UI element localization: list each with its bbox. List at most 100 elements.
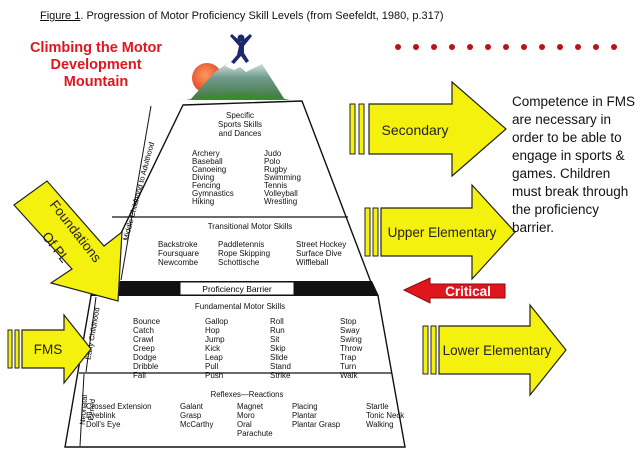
skill-item: Bounce xyxy=(133,317,161,326)
skill-item: Schottische xyxy=(218,258,260,267)
arrow-critical: Critical xyxy=(402,277,506,304)
skill-item: Volleyball xyxy=(264,189,298,198)
level-title-line: Specific xyxy=(226,111,254,120)
skill-item: Swimming xyxy=(264,173,301,182)
skill-item: Eyeblink xyxy=(86,411,116,420)
arrow-label-upper-elementary: Upper Elementary xyxy=(388,225,497,240)
skill-item: Polo xyxy=(264,157,281,166)
skill-item: Baseball xyxy=(192,157,223,166)
skill-item: Sway xyxy=(340,326,360,335)
skill-item: Wiffleball xyxy=(296,258,329,267)
pyramid xyxy=(64,100,406,448)
climber-figure-icon xyxy=(230,34,252,64)
arrow-upper-elementary: Upper Elementary xyxy=(364,183,516,281)
headline-line: Climbing the Motor xyxy=(29,40,163,56)
dot-row xyxy=(395,44,617,50)
skill-item: Dribble xyxy=(133,362,159,371)
skill-item: McCarthy xyxy=(180,420,213,429)
level-reflexes: Reflexes—Reactions Crossed Extension Eye… xyxy=(86,390,404,438)
arrow-foundations: Foundations Of PL xyxy=(13,180,123,302)
skill-item: Sit xyxy=(270,335,280,344)
skill-item: Tennis xyxy=(264,181,287,190)
skill-item: Archery xyxy=(192,149,220,158)
skill-item: Pull xyxy=(205,362,219,371)
age-label-neonatal: Neonatal xyxy=(78,394,90,425)
skill-item: Skip xyxy=(270,344,286,353)
skill-item: Rope Skipping xyxy=(218,249,270,258)
skill-item: Creep xyxy=(133,344,155,353)
skill-item: Trap xyxy=(340,353,357,362)
skill-item: Turn xyxy=(340,362,356,371)
headline: Climbing the Motor Development Mountain xyxy=(6,40,186,91)
arrow-label-secondary: Secondary xyxy=(382,122,449,138)
mountain-clipart xyxy=(186,34,290,100)
arrow-secondary: Secondary xyxy=(349,80,507,178)
level-title: Fundamental Motor Skills xyxy=(195,302,285,311)
skill-item: Fencing xyxy=(192,181,220,190)
skill-item: Kick xyxy=(205,344,221,353)
arrow-label-fms: FMS xyxy=(34,342,63,357)
age-label-period: Period xyxy=(86,399,97,421)
skill-item: Grasp xyxy=(180,411,202,420)
skill-item: Hop xyxy=(205,326,220,335)
arrow-lower-elementary: Lower Elementary xyxy=(422,303,567,397)
skill-item: Magnet xyxy=(237,402,264,411)
skill-item: Tonic Neck xyxy=(366,411,404,420)
level-specific: Specific Sports Skills and Dances Archer… xyxy=(192,111,301,206)
skill-item: Canoeing xyxy=(192,165,226,174)
skill-item: Slide xyxy=(270,353,288,362)
skill-item: Stand xyxy=(270,362,291,371)
skill-item: Run xyxy=(270,326,285,335)
skill-item: Gymnastics xyxy=(192,189,234,198)
level-title-line: and Dances xyxy=(219,129,262,138)
skill-item: Parachute xyxy=(237,429,273,438)
skill-item: Oral xyxy=(237,420,252,429)
skill-item: Backstroke xyxy=(158,240,198,249)
level-transitional: Transitional Motor Skills Backstroke Fou… xyxy=(158,222,346,267)
skill-item: Street Hockey xyxy=(296,240,346,249)
skill-item: Leap xyxy=(205,353,223,362)
skill-item: Catch xyxy=(133,326,154,335)
skill-item: Walking xyxy=(366,420,393,429)
skill-item: Jump xyxy=(205,335,225,344)
skill-item: Plantar xyxy=(292,411,317,420)
level-title: Transitional Motor Skills xyxy=(208,222,293,231)
figure-number: Figure 1 xyxy=(40,10,81,22)
arrow-fms: FMS xyxy=(7,313,92,385)
skill-item: Crossed Extension xyxy=(86,402,151,411)
skill-item: Judo xyxy=(264,149,282,158)
skill-item: Paddletennis xyxy=(218,240,264,249)
skill-item: Startle xyxy=(366,402,389,411)
level-title-line: Sports Skills xyxy=(218,120,262,129)
skill-item: Roll xyxy=(270,317,284,326)
arrow-label-critical: Critical xyxy=(445,284,491,299)
skill-item: Fall xyxy=(133,371,146,380)
skill-item: Push xyxy=(205,371,223,380)
skill-item: Diving xyxy=(192,173,214,182)
level-title: Reflexes—Reactions xyxy=(211,390,284,399)
skill-item: Moro xyxy=(237,411,255,420)
skill-item: Hiking xyxy=(192,197,214,206)
skill-item: Rugby xyxy=(264,165,287,174)
skill-item: Doll's Eye xyxy=(86,420,120,429)
headline-line: Development xyxy=(50,57,142,73)
skill-item: Wrestling xyxy=(264,197,297,206)
skill-item: Newcombe xyxy=(158,258,199,267)
level-fundamental: Fundamental Motor Skills Bounce Catch Cr… xyxy=(133,302,362,380)
skill-item: Stop xyxy=(340,317,357,326)
skill-item: Foursquare xyxy=(158,249,199,258)
skill-item: Walk xyxy=(340,371,358,380)
skill-item: Gallop xyxy=(205,317,229,326)
figure-caption-text: . Progression of Motor Proficiency Skill… xyxy=(80,10,444,22)
arrow-label-lower-elementary: Lower Elementary xyxy=(443,343,552,358)
skill-item: Placing xyxy=(292,402,318,411)
skill-item: Surface Dive xyxy=(296,249,342,258)
headline-line: Mountain xyxy=(63,74,129,90)
figure-caption: Figure 1. Progression of Motor Proficien… xyxy=(40,10,444,22)
proficiency-barrier-label: Proficiency Barrier xyxy=(202,284,272,294)
side-note: Competence in FMS are necessary in order… xyxy=(512,94,636,235)
skill-item: Plantar Grasp xyxy=(292,420,341,429)
skill-item: Dodge xyxy=(133,353,157,362)
skill-item: Galant xyxy=(180,402,204,411)
